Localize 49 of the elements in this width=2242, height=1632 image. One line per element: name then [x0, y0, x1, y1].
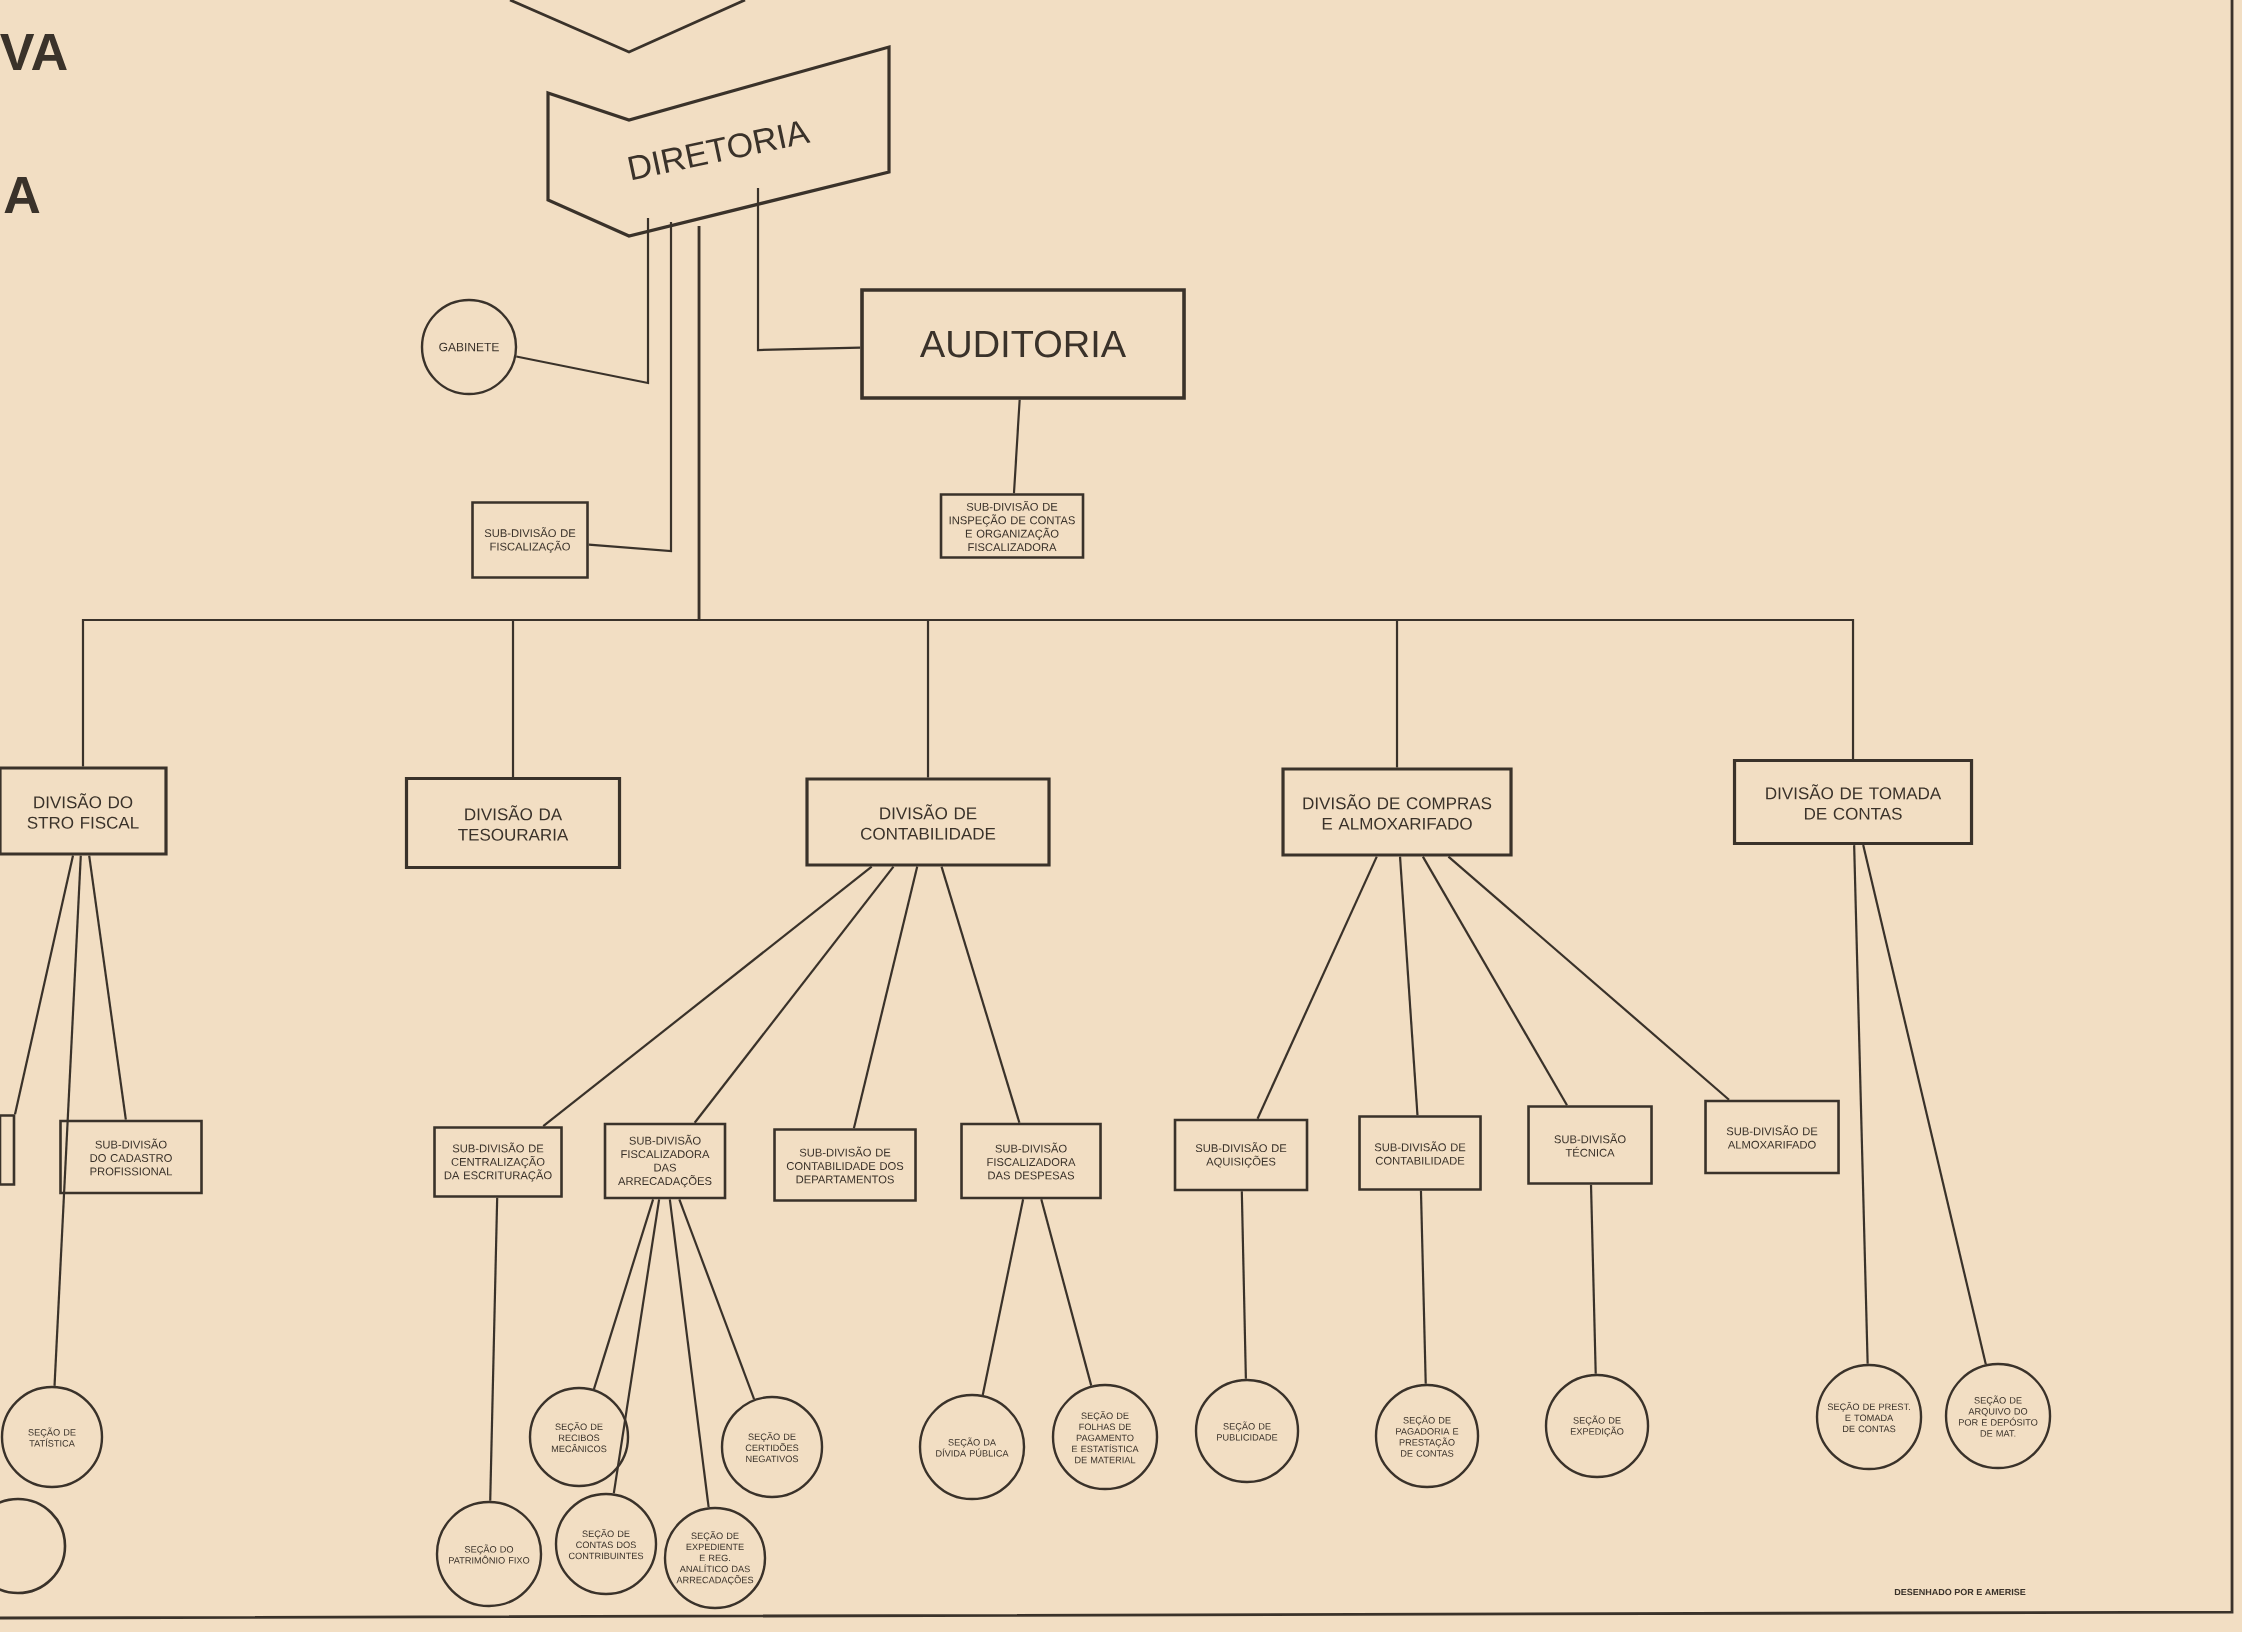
- connector-line: [1853, 845, 1869, 1364]
- connector-line: [542, 865, 873, 1128]
- subdivision-box: SUB-DIVISÃO DO CADASTRO PROFISSIONAL: [59, 1119, 203, 1195]
- subdivision-box: SUB-DIVISÃO DE CONTABILIDADE: [1358, 1115, 1482, 1191]
- connector-line: [489, 1197, 499, 1501]
- division-box: DIVISÃO DE TOMADA DE CONTAS: [1732, 758, 1974, 846]
- process-box: AUDITORIA: [860, 288, 1186, 400]
- connector-line: [13, 855, 75, 1115]
- connector-line: [1447, 855, 1730, 1101]
- connector-line: [612, 1199, 661, 1494]
- division-box: DIVISÃO DA TESOURARIA: [404, 776, 622, 870]
- connector-line: [1862, 844, 1987, 1365]
- subdivision-box: SUB-DIVISÃO DE CENTRALIZAÇÃO DA ESCRITURAÇÃO: [433, 1126, 563, 1198]
- subdivision-box: SUB-DIVISÃO FISCALIZADORA DAS DESPESAS: [960, 1122, 1102, 1200]
- connector-line: [940, 866, 1021, 1124]
- division-box: DIVISÃO DO STRO FISCAL: [0, 766, 168, 856]
- connector-line: [588, 222, 673, 553]
- connector-line: [693, 865, 895, 1124]
- subdivision-box: [0, 1114, 16, 1186]
- connector-line: [1040, 1199, 1093, 1386]
- connector-line: [1398, 856, 1419, 1116]
- subdivision-box: SUB-DIVISÃO TÉCNICA: [1527, 1105, 1653, 1185]
- connector-line: [668, 1199, 710, 1508]
- connector-line: [1419, 1190, 1427, 1384]
- subdivision-box: SUB-DIVISÃO DE CONTABILIDADE DOS DEPARTAMENTOS: [773, 1128, 917, 1202]
- connector-line: [1240, 1191, 1247, 1379]
- connector-line: [697, 226, 1855, 759]
- connector-line: [592, 1199, 655, 1390]
- title-fragment: VA: [0, 34, 67, 70]
- subdivision-box: SUB-DIVISÃO DE ALMOXARIFADO: [1704, 1099, 1840, 1175]
- connector-line: [1421, 856, 1568, 1106]
- subdivision-box: SUB-DIVISÃO DE FISCALIZAÇÃO: [471, 501, 589, 579]
- connector-line: [516, 218, 650, 385]
- connector-line: [1256, 856, 1378, 1120]
- connector-line: [1589, 1184, 1597, 1374]
- connector-line: [852, 866, 919, 1129]
- connector-line: [981, 1199, 1025, 1396]
- credit-note: DESENHADO POR E AMERISE: [1894, 1588, 2026, 1596]
- connector-line: [1012, 399, 1021, 494]
- subdivision-box: SUB-DIVISÃO DE INSPEÇÃO DE CONTAS E ORGANIZAÇÃO FISCALIZADORA: [939, 493, 1085, 559]
- connector-line: [756, 188, 861, 352]
- connector-line: [678, 1198, 756, 1400]
- connector-line: [53, 855, 82, 1386]
- connector-line: [88, 855, 127, 1120]
- division-box: DIVISÃO DE COMPRAS E ALMOXARIFADO: [1281, 767, 1513, 857]
- title-fragment: A: [4, 177, 40, 213]
- subdivision-box: SUB-DIVISÃO DE AQUISIÇÕES: [1173, 1118, 1309, 1192]
- division-box: DIVISÃO DE CONTABILIDADE: [805, 777, 1051, 867]
- subdivision-box: SUB-DIVISÃO FISCALIZADORA DAS ARRECADAÇÕES: [603, 1122, 727, 1200]
